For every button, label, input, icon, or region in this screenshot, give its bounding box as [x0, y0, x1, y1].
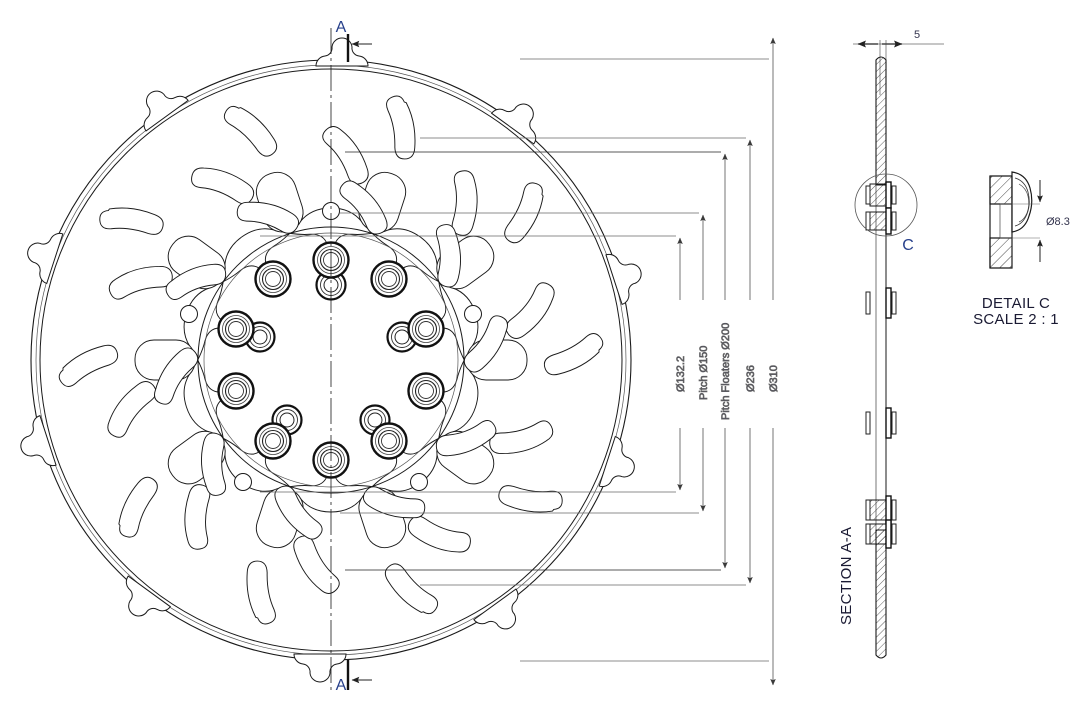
front-view [20, 28, 642, 692]
detail-rivet-section [989, 171, 1040, 269]
section-rivet [865, 207, 897, 235]
dimension-label-pitch-floaters-200: Pitch Floaters Ø200 [720, 323, 732, 420]
detail-c-view: Ø8.3 DETAIL C SCALE 2 : 1 [973, 171, 1070, 328]
floater-rivet [370, 260, 408, 298]
mid-curved-slot-group [107, 126, 555, 594]
dimension-pitch-floaters-200: Pitch Floaters Ø200 [345, 151, 732, 571]
section-view-title: SECTION A-A [838, 527, 855, 625]
inner-curved-slot-group [154, 180, 508, 540]
section-marker-label-bottom: A [336, 677, 347, 694]
section-a-a-view: 5 [838, 29, 944, 659]
detail-view-scale: SCALE 2 : 1 [973, 311, 1059, 328]
dimension-310: Ø310 [520, 37, 780, 686]
rotor-section-profile [875, 56, 887, 659]
thickness-dimension-label: 5 [914, 29, 920, 41]
floater-rivet [370, 422, 408, 460]
section-marker-top: A [336, 19, 372, 62]
section-rivet [865, 495, 897, 525]
section-marker-bottom: A [336, 660, 372, 694]
detail-callout-label: C [902, 237, 914, 254]
dimension-pitch-150: Pitch Ø150 [340, 212, 710, 514]
section-rivet [865, 407, 897, 439]
floater-rivet [217, 372, 255, 410]
detail-view-title: DETAIL C [982, 295, 1050, 312]
floater-rivet [407, 372, 445, 410]
dimension-chain: Ø132.2 Pitch Ø150 Pitch Floaters Ø200 Ø2… [260, 37, 780, 686]
detail-callout-c: C [854, 173, 918, 254]
section-marker-label-top: A [336, 19, 347, 36]
dimension-236: Ø236 [420, 137, 757, 586]
dimension-label-310: Ø310 [768, 365, 780, 392]
detail-dimension-label: Ø8.3 [1046, 216, 1070, 228]
dimension-label-132-2: Ø132.2 [675, 356, 687, 392]
small-hole-group [180, 202, 482, 491]
floater-rivet [407, 310, 445, 348]
floater-rivet [254, 422, 292, 460]
section-rivet-group [865, 181, 897, 549]
rim-notch-group [20, 37, 642, 683]
floater-rivet [254, 260, 292, 298]
section-rivet [865, 287, 897, 319]
dimension-132-2: Ø132.2 [260, 235, 687, 493]
dimension-label-236: Ø236 [745, 365, 757, 392]
section-rivet [865, 519, 897, 549]
detail-dimension-8-3: Ø8.3 [1037, 180, 1070, 262]
dimension-label-pitch-150: Pitch Ø150 [698, 346, 710, 400]
floater-rivet [217, 310, 255, 348]
section-rivet [865, 181, 897, 209]
